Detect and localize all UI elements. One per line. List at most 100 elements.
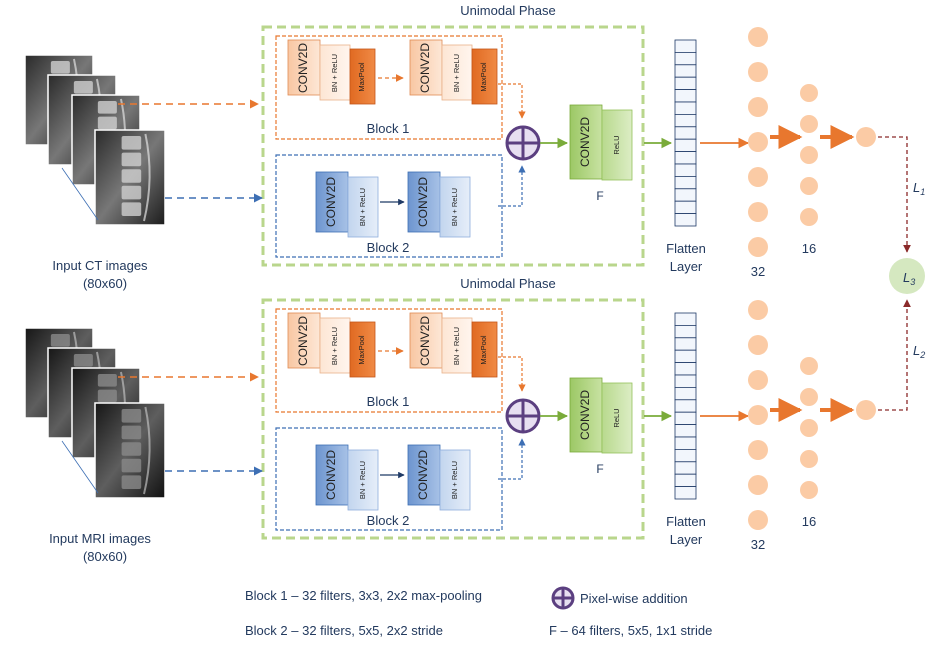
mri-block2-box [275,427,503,531]
ct-branch: Input CT images (80x60) Unimodal PhaseCONV… [24,3,876,291]
mri-slice-4 [94,402,166,499]
mri-output-node [856,400,876,420]
ct-dense32-node [748,97,768,117]
block1-conv-layer [409,39,443,96]
block1-bn-layer [441,317,473,374]
ct-phase-title: Unimodal Phase [460,3,555,18]
legend: Block 1 – 32 filters, 3x3, 2x2 max-pooli… [245,586,712,638]
ct-slice-4 [94,129,166,226]
block2-conv-label: CONV2D [324,177,338,227]
mri-dense-16 [800,357,818,499]
mri-flatten-cell [674,424,697,438]
block2-bn-layer [347,176,379,238]
mri-flatten-cell [674,473,697,488]
ct-block2-to-add [498,165,526,207]
ct-flatten-cell [674,188,697,202]
mri-flatten-cell [674,312,697,326]
mri-flatten-cell [674,436,697,450]
mri-flatten-cell [674,386,697,401]
block1-pool-label: MaxPool [479,62,488,92]
ct-flatten-cell [674,101,697,115]
loss-l3-node [889,258,925,294]
ct-callout-line [61,167,99,221]
ct-input-size: (80x60) [83,276,127,291]
ct-block2-label: Block 2 [367,240,410,255]
ct-flatten-cell [674,64,697,78]
mri-f-relu-layer [601,382,633,454]
ct-flatten-cell [674,138,697,152]
block1-pool-layer [471,48,498,105]
mri-flatten-cell [674,399,697,413]
mri-block1-to-add [498,356,526,392]
mri-input-label: Input MRI images [49,531,151,546]
mri-vertebra [121,425,142,440]
ct-dense32-node [748,202,768,222]
mri-vertebra [50,334,70,347]
block1-bn-label: BN + ReLU [452,327,461,365]
mri-dense32-node [748,300,768,320]
ct-vertebra [121,169,142,183]
mri-flatten-line2: Layer [670,532,703,547]
mri-flatten-cell [674,486,697,500]
legend-f: F – 64 filters, 5x5, 1x1 stride [549,623,712,638]
ct-dense16-node [800,84,818,102]
ct-f-relu-layer [601,109,633,181]
ct-flatten-cell [674,52,697,66]
mri-dense32-node [748,335,768,355]
block1-conv-label: CONV2D [296,43,310,93]
block2-bn-label: BN + ReLU [450,461,459,499]
loss-l3-label: L [903,270,910,285]
loss-l1-label: L [913,180,920,195]
ct-vertebra [121,185,142,200]
ct-dense-16 [800,84,818,226]
ct-dense16-node [800,208,818,226]
ct-input-label: Input CT images [52,258,148,273]
block1-bn-layer [319,317,351,374]
ct-f-relu-label: ReLU [612,135,621,154]
mri-block2-label: Block 2 [367,513,410,528]
mri-dense16-node [800,450,818,468]
block1-bn-layer [441,44,473,101]
mri-dense-32 [748,300,768,530]
block1-bn-label: BN + ReLU [330,54,339,92]
legend-addition: Pixel-wise addition [580,591,688,606]
loss-section: L3 L1 L2 [878,136,925,411]
mri-flatten-cell [674,337,697,351]
ct-vertebra [121,202,142,216]
mri-flatten-line1: Flatten [666,514,706,529]
block1-bn-layer [319,44,351,101]
mri-flatten-cell [674,324,697,339]
mri-dense16-label: 16 [802,514,816,529]
mri-vertebra [121,442,142,456]
ct-flatten-cell [674,114,697,128]
ct-dense-32 [748,27,768,257]
block1-pool-layer [349,48,376,105]
ct-dense32-node [748,62,768,82]
legend-block2: Block 2 – 32 filters, 5x5, 2x2 stride [245,623,443,638]
mri-input-images [24,327,166,499]
mri-spine-curve [143,406,151,495]
ct-flatten-cell [674,163,697,177]
mri-dense32-node [748,475,768,495]
mri-flatten-cell [674,374,697,388]
ct-vertebra [73,81,93,94]
loss-l2-label: L [913,343,920,358]
ct-flatten-cell [674,200,697,214]
block1-conv-layer [287,39,321,96]
mri-flatten-cell [674,411,697,426]
ct-vertebra [50,61,70,74]
block1-conv-label: CONV2D [296,316,310,366]
ct-dense16-node [800,177,818,195]
mri-vertebra [121,475,142,489]
mri-dense32-node [748,370,768,390]
block2-bn-label: BN + ReLU [450,188,459,226]
loss-l1-sub: 1 [920,187,925,197]
mri-vertebra [73,354,93,367]
ct-block2-box [275,154,503,258]
mri-block2-to-add [498,438,526,480]
mri-dense16-node [800,388,818,406]
